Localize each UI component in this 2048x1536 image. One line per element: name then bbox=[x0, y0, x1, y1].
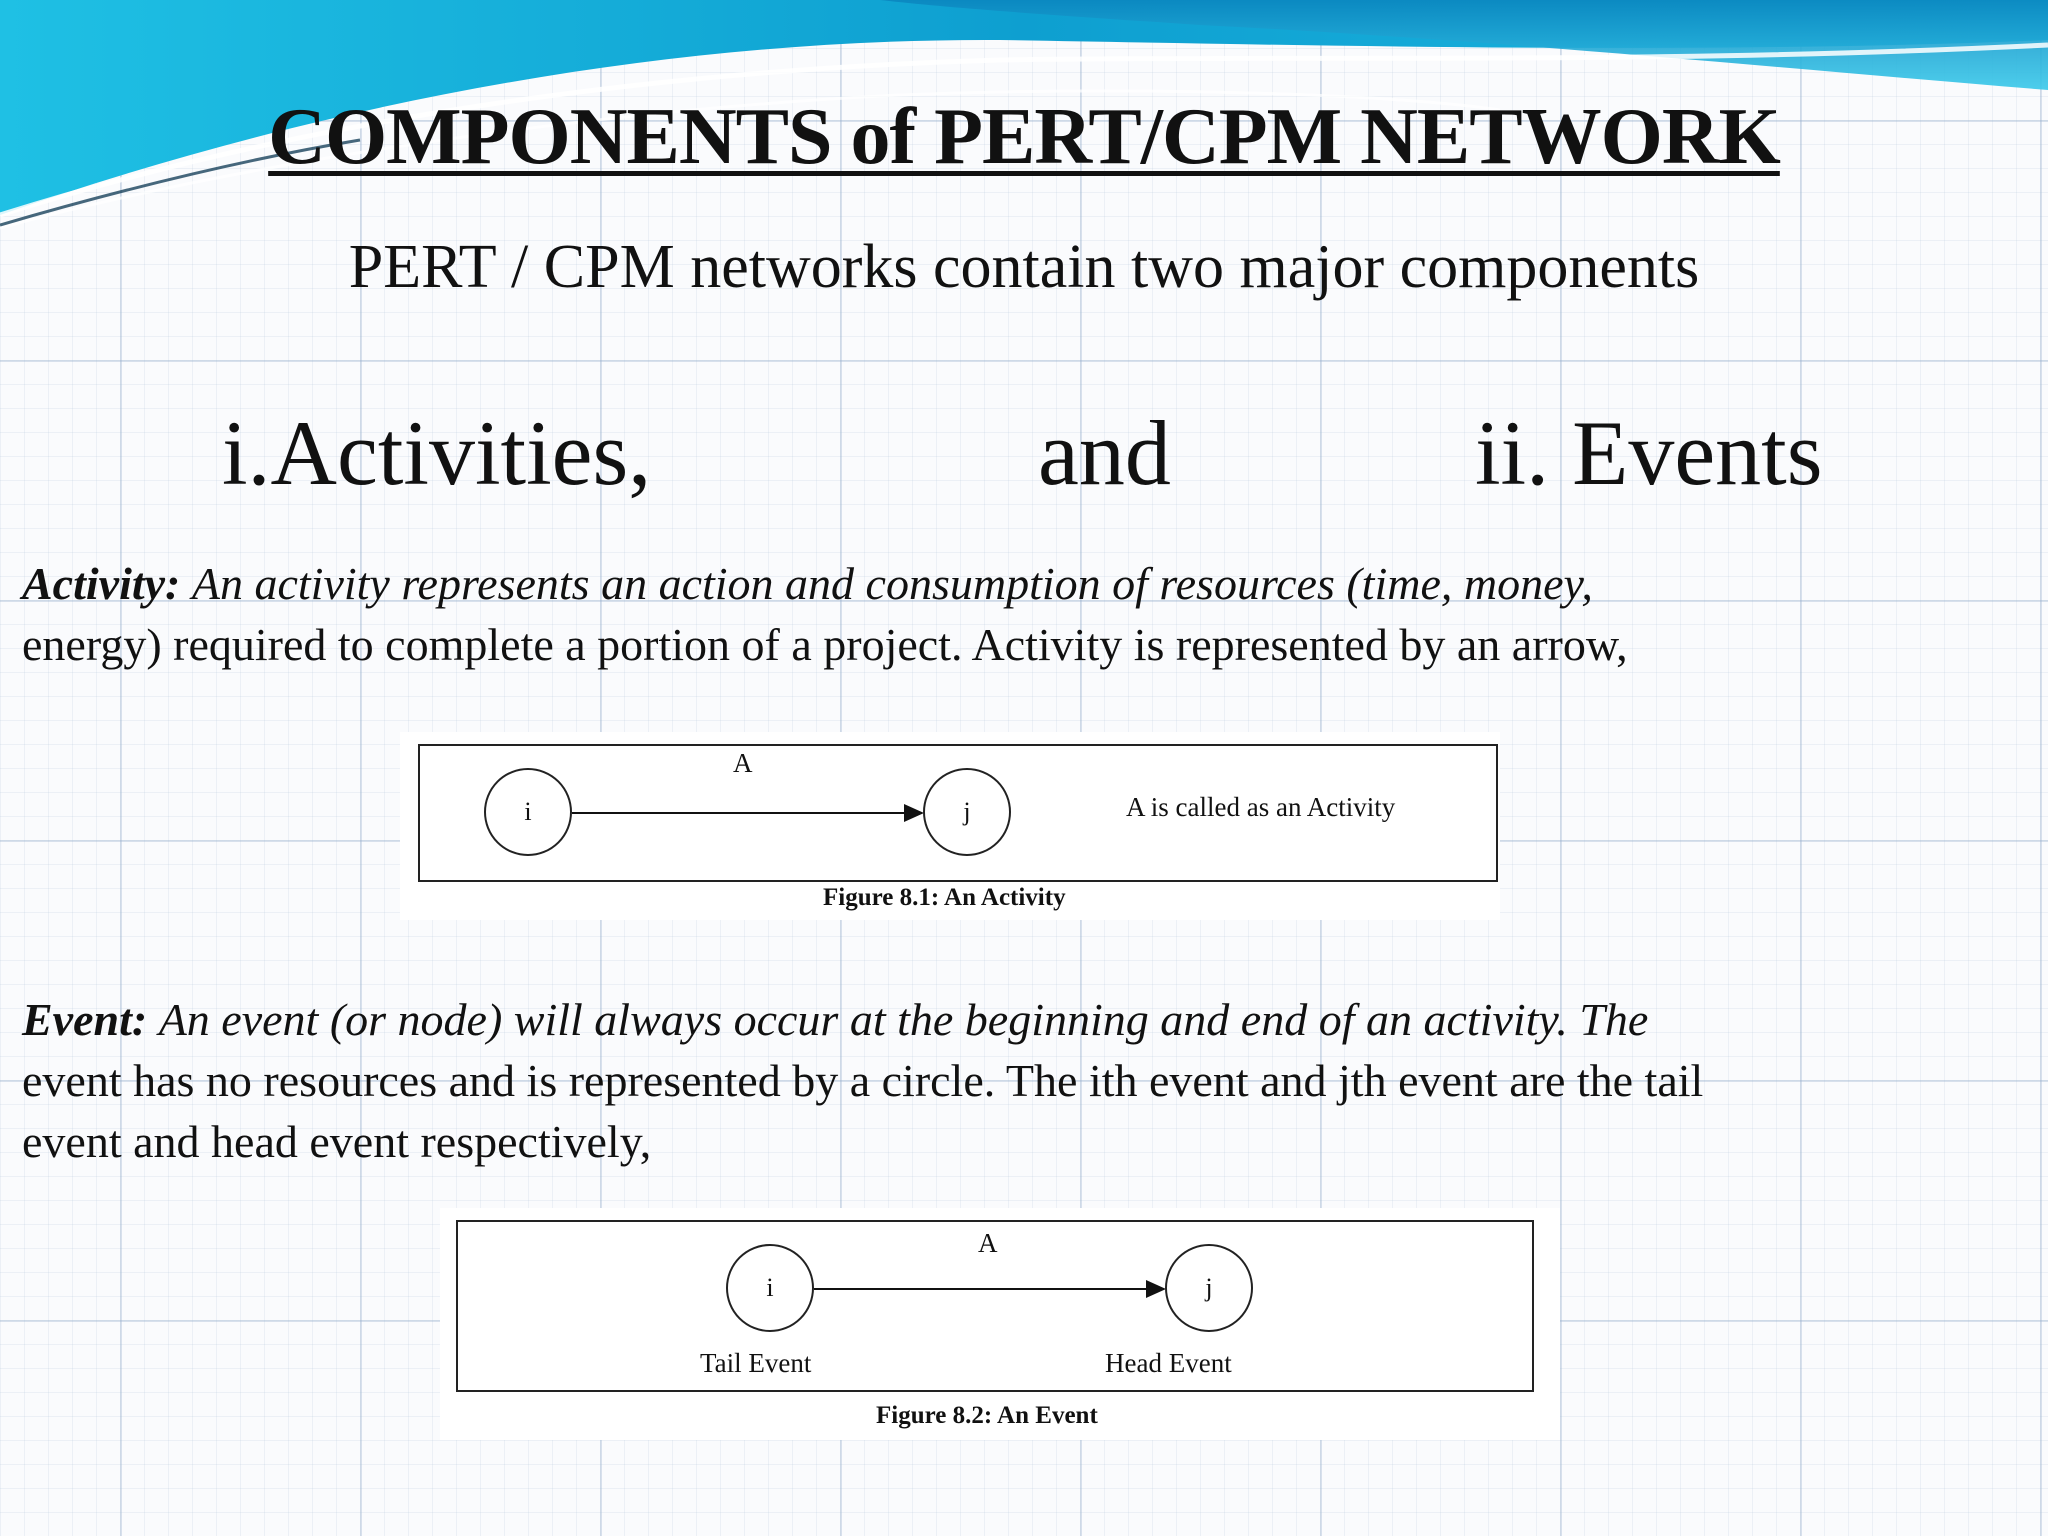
slide-title: COMPONENTS of PERT/CPM NETWORK bbox=[268, 93, 1781, 181]
event-plain-text-line1: event has no resources and is represente… bbox=[22, 1055, 1704, 1106]
head-node-label: j bbox=[963, 797, 971, 826]
head-node-label: j bbox=[1205, 1273, 1213, 1302]
figure-event: A i j Tail Event Head Event Figure 8.2: … bbox=[440, 1208, 1560, 1440]
figure-caption: Figure 8.2: An Event bbox=[876, 1402, 1098, 1429]
tail-event-label: Tail Event bbox=[700, 1348, 812, 1378]
component-events: ii. Events bbox=[1475, 402, 1823, 504]
activity-label: A bbox=[733, 748, 753, 778]
figure-caption: Figure 8.1: An Activity bbox=[823, 884, 1066, 911]
activity-term: Activity: bbox=[22, 558, 181, 609]
head-node: j bbox=[1165, 1244, 1253, 1332]
activity-note: A is called as an Activity bbox=[1126, 792, 1396, 822]
activity-definition: Activity: An activity represents an acti… bbox=[22, 553, 2032, 675]
subtitle: PERT / CPM networks contain two major co… bbox=[348, 233, 1700, 301]
activity-arrow bbox=[572, 804, 924, 822]
tail-node: i bbox=[726, 1244, 814, 1332]
head-node: j bbox=[923, 768, 1011, 856]
wave-banner bbox=[0, 0, 2048, 230]
activity-italic-text: An activity represents an action and con… bbox=[191, 558, 1593, 609]
tail-node-label: i bbox=[766, 1273, 774, 1302]
activity-arrow bbox=[814, 1280, 1166, 1298]
tail-node: i bbox=[484, 768, 572, 856]
event-term: Event: bbox=[22, 994, 148, 1045]
event-definition: Event: An event (or node) will always oc… bbox=[22, 989, 2032, 1172]
activity-label: A bbox=[978, 1228, 998, 1258]
activity-plain-text: energy) required to complete a portion o… bbox=[22, 619, 1628, 670]
event-italic-text: An event (or node) will always occur at … bbox=[158, 994, 1649, 1045]
head-event-label: Head Event bbox=[1105, 1348, 1232, 1378]
component-activities: i.Activities, bbox=[222, 402, 652, 504]
figure-frame bbox=[456, 1220, 1534, 1392]
component-connector: and bbox=[1038, 402, 1171, 504]
figure-activity: A i j A is called as an Activity Figure … bbox=[400, 732, 1500, 920]
event-plain-text-line2: event and head event respectively, bbox=[22, 1116, 652, 1167]
tail-node-label: i bbox=[524, 797, 532, 826]
figure-frame bbox=[418, 744, 1498, 882]
